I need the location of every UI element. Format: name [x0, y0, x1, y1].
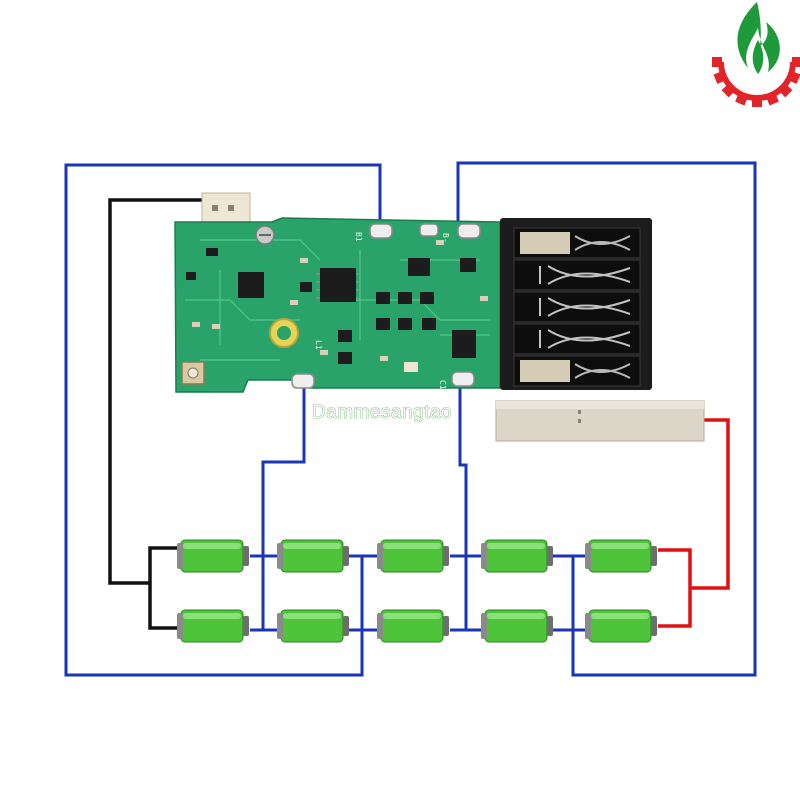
battery-cell	[177, 539, 249, 573]
gear-tooth	[721, 83, 736, 98]
terminal-slot	[513, 323, 641, 355]
gear-tooth	[735, 92, 749, 106]
passive-components	[192, 240, 488, 372]
terminal-slot	[513, 259, 641, 291]
wire-negative-lead	[108, 198, 205, 585]
balance-connector	[201, 192, 251, 226]
wire-positive-bus	[658, 548, 692, 628]
flame-icon	[737, 2, 780, 72]
flame-gear-logo	[712, 2, 800, 107]
battery-cell	[377, 539, 449, 573]
silk-b1: B1	[354, 232, 363, 242]
gear-icon	[712, 57, 800, 107]
terminal-slot	[513, 291, 641, 323]
watermark-text: Dammesangtao	[312, 402, 452, 423]
push-button	[181, 361, 205, 385]
wire-b1-loop	[64, 163, 382, 677]
battery-cell	[481, 539, 553, 573]
silk-b-minus: B-	[441, 233, 450, 243]
terminal-slot	[513, 355, 641, 387]
battery-cell	[481, 609, 553, 643]
gear-tooth	[713, 70, 727, 84]
current-shunt-plate	[495, 400, 705, 442]
gear-tooth	[752, 97, 762, 107]
battery-cell	[585, 609, 657, 643]
battery-cell	[277, 539, 349, 573]
gear-tooth	[787, 70, 800, 84]
blue-wiring	[64, 161, 757, 677]
bms-circuit-board: B1 B- L1 C1	[174, 217, 501, 393]
flame-icon-inner	[752, 40, 764, 74]
battery-cells	[177, 539, 657, 643]
silk-l1: L1	[314, 340, 323, 350]
terminal-slot	[513, 227, 641, 259]
gear-tooth	[792, 57, 800, 67]
ic-chips	[186, 248, 476, 364]
wire-negative-bus	[148, 546, 180, 630]
battery-cell	[377, 609, 449, 643]
wire-positive-lead	[690, 418, 730, 590]
gear-tooth	[765, 92, 779, 106]
black-wiring	[108, 198, 205, 630]
battery-cell	[277, 609, 349, 643]
wire-p-minus	[261, 385, 306, 630]
battery-cell	[177, 609, 249, 643]
wire-right-loop	[456, 161, 757, 677]
gear-tooth	[712, 57, 722, 67]
red-wiring	[658, 418, 730, 628]
battery-terminal-connector	[500, 218, 652, 390]
silk-c1: C1	[438, 380, 447, 390]
wire-c1-tap	[458, 383, 468, 630]
solder-pads	[291, 223, 481, 389]
battery-cell	[585, 539, 657, 573]
